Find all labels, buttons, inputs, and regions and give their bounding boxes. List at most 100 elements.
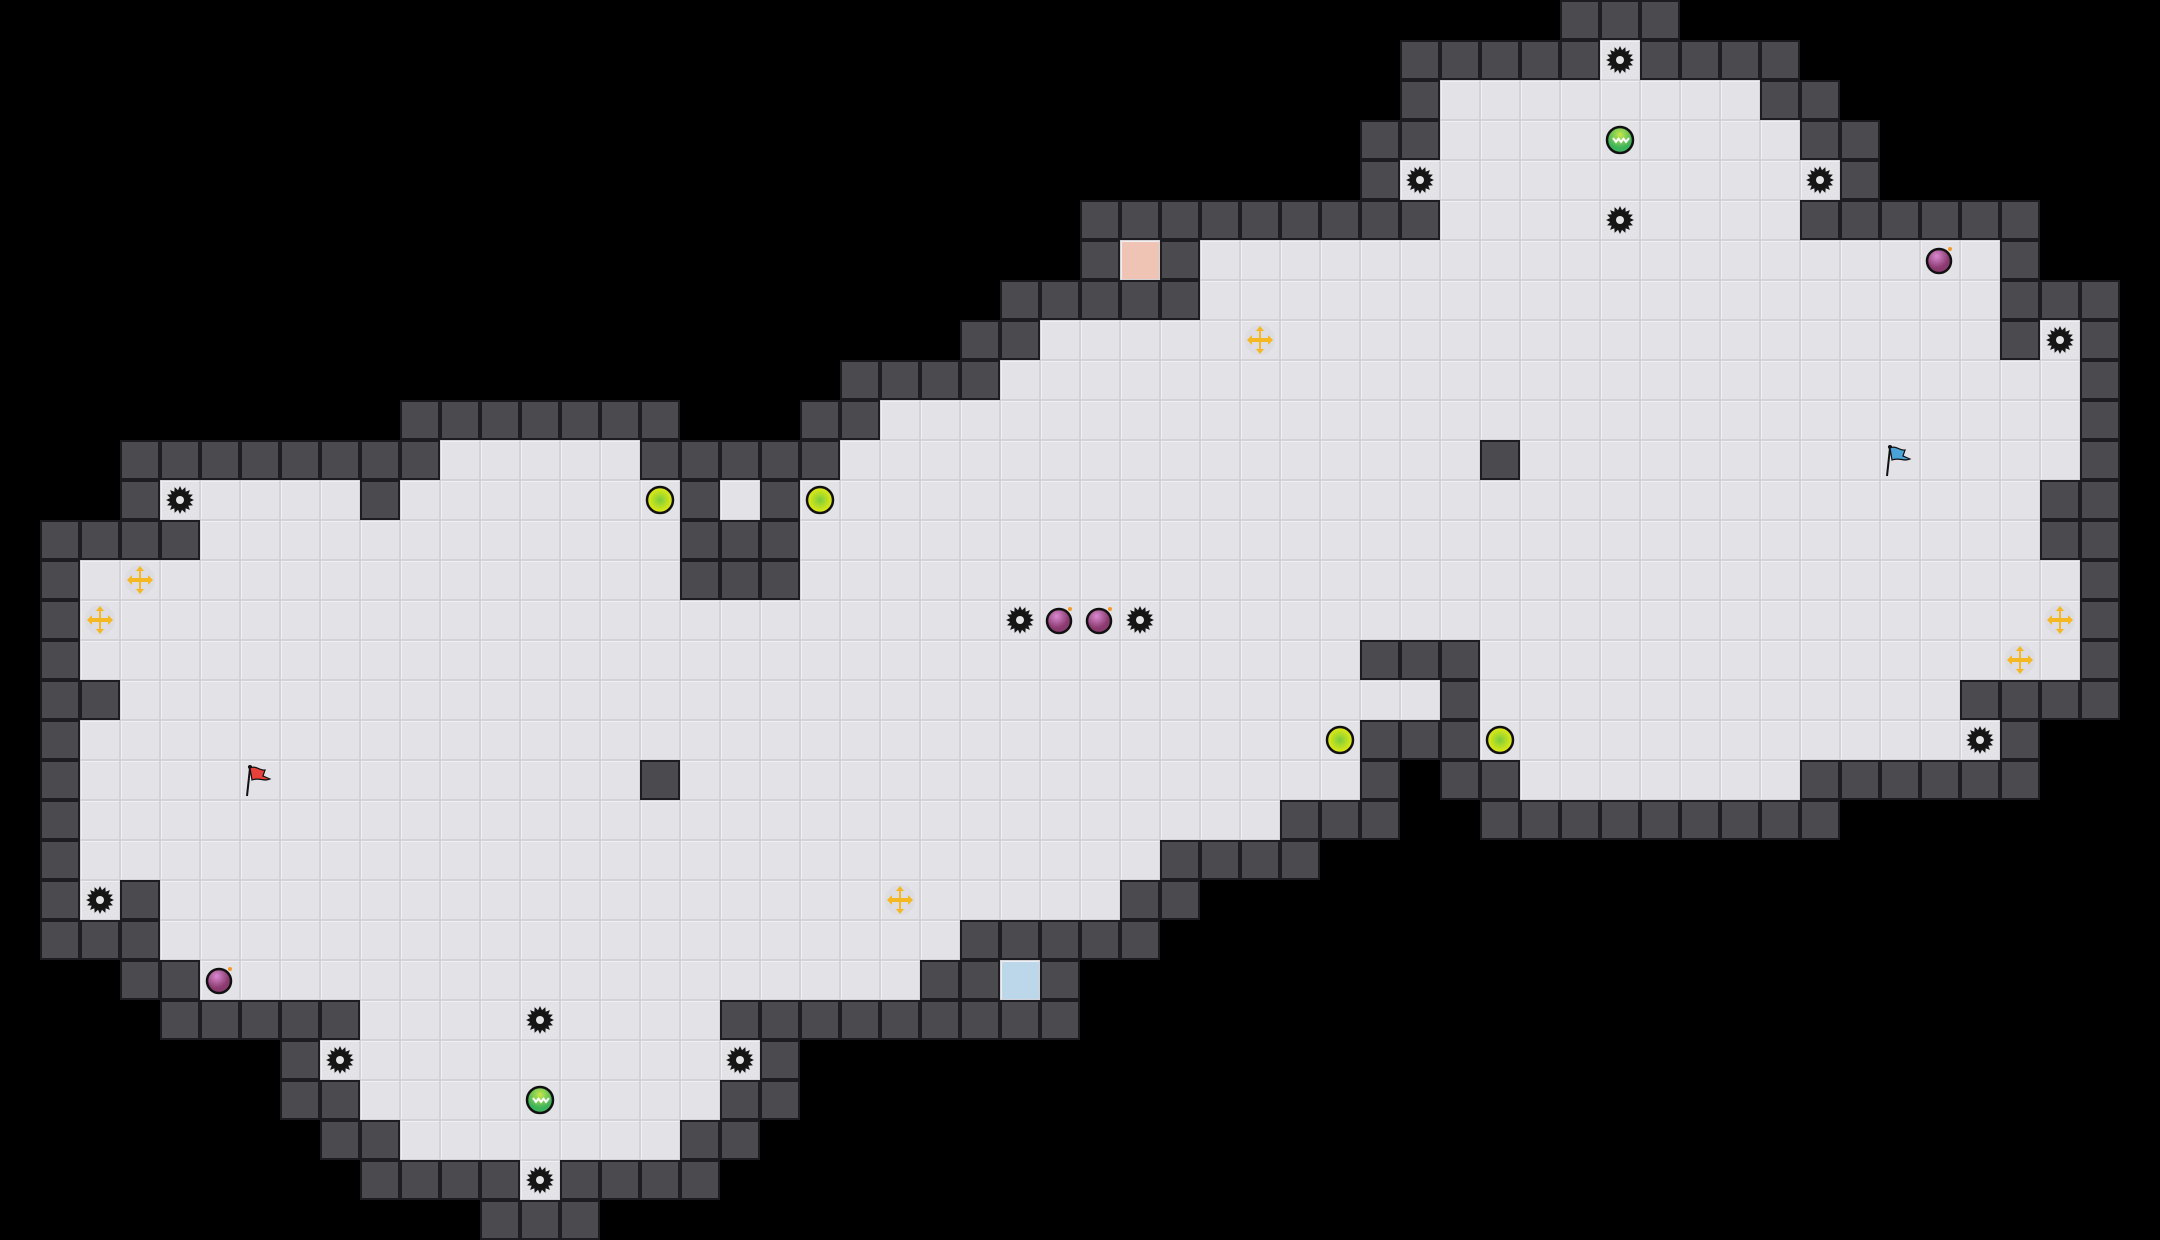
floor-tile	[200, 560, 240, 600]
floor-tile	[1360, 240, 1400, 280]
floor-tile	[840, 560, 880, 600]
wall-tile	[1480, 40, 1520, 80]
floor-tile	[360, 560, 400, 600]
wall-tile	[640, 760, 680, 800]
floor-tile	[480, 520, 520, 560]
floor-tile	[1760, 200, 1800, 240]
floor-tile	[280, 640, 320, 680]
wall-tile	[680, 1160, 720, 1200]
floor-tile	[1480, 560, 1520, 600]
floor-tile	[1040, 880, 1080, 920]
floor-tile	[1360, 440, 1400, 480]
wall-tile	[1800, 200, 1840, 240]
floor-tile	[1280, 400, 1320, 440]
wall-tile	[1840, 120, 1880, 160]
floor-tile	[160, 640, 200, 680]
floor-tile	[280, 520, 320, 560]
floor-tile	[1600, 280, 1640, 320]
floor-tile	[1960, 320, 2000, 360]
floor-tile	[120, 800, 160, 840]
floor-tile	[560, 680, 600, 720]
wall-tile	[1400, 80, 1440, 120]
floor-tile	[200, 760, 240, 800]
floor-tile	[1520, 360, 1560, 400]
floor-tile	[1760, 120, 1800, 160]
floor-tile	[1880, 400, 1920, 440]
wall-tile	[1680, 40, 1720, 80]
floor-tile	[640, 1080, 680, 1120]
wall-tile	[280, 1040, 320, 1080]
wall-tile	[880, 360, 920, 400]
floor-tile	[560, 640, 600, 680]
floor-tile	[1280, 520, 1320, 560]
floor-tile	[160, 760, 200, 800]
floor-tile	[160, 920, 200, 960]
wall-tile	[1000, 320, 1040, 360]
floor-tile	[1720, 480, 1760, 520]
floor-tile	[480, 1080, 520, 1120]
wall-tile	[600, 400, 640, 440]
floor-tile	[400, 880, 440, 920]
wall-tile	[1360, 760, 1400, 800]
floor-tile	[920, 400, 960, 440]
floor-tile	[800, 640, 840, 680]
wall-tile	[1120, 280, 1160, 320]
floor-tile	[680, 600, 720, 640]
floor-tile	[1880, 280, 1920, 320]
floor-tile	[1360, 280, 1400, 320]
floor-tile	[600, 1000, 640, 1040]
floor-tile	[360, 640, 400, 680]
floor-tile	[1520, 640, 1560, 680]
floor-tile	[640, 920, 680, 960]
floor-tile	[1520, 160, 1560, 200]
wall-tile	[1280, 200, 1320, 240]
floor-tile	[240, 880, 280, 920]
floor-tile	[800, 960, 840, 1000]
floor-tile	[2040, 640, 2080, 680]
floor-tile	[1200, 720, 1240, 760]
wall-tile	[1200, 840, 1240, 880]
wall-tile	[1120, 880, 1160, 920]
floor-tile	[480, 600, 520, 640]
wall-tile	[320, 1080, 360, 1120]
floor-tile	[1240, 560, 1280, 600]
floor-tile	[120, 600, 160, 640]
floor-tile	[400, 1120, 440, 1160]
floor-tile	[680, 640, 720, 680]
floor-tile	[80, 840, 120, 880]
spike-icon	[1000, 600, 1040, 640]
floor-tile	[760, 680, 800, 720]
floor-tile	[360, 720, 400, 760]
floor-tile	[400, 1040, 440, 1080]
floor-tile	[1640, 720, 1680, 760]
wall-tile	[1800, 760, 1840, 800]
wall-tile	[2040, 680, 2080, 720]
floor-tile	[2000, 400, 2040, 440]
floor-tile	[1760, 240, 1800, 280]
floor-tile	[1040, 480, 1080, 520]
floor-tile	[1160, 760, 1200, 800]
floor-tile	[1040, 320, 1080, 360]
floor-tile	[400, 600, 440, 640]
floor-tile	[1720, 680, 1760, 720]
floor-tile	[520, 440, 560, 480]
floor-tile	[560, 1000, 600, 1040]
floor-tile	[440, 880, 480, 920]
floor-tile	[1600, 400, 1640, 440]
floor-tile	[1840, 560, 1880, 600]
floor-tile	[880, 400, 920, 440]
floor-tile	[1600, 560, 1640, 600]
wall-tile	[400, 440, 440, 480]
floor-tile	[1280, 440, 1320, 480]
floor-tile	[360, 960, 400, 1000]
wall-tile	[800, 440, 840, 480]
floor-tile	[1040, 400, 1080, 440]
wall-tile	[200, 440, 240, 480]
wall-tile	[1920, 200, 1960, 240]
wall-tile	[2080, 400, 2120, 440]
floor-tile	[1000, 440, 1040, 480]
floor-tile	[1800, 400, 1840, 440]
floor-tile	[480, 920, 520, 960]
floor-tile	[1560, 440, 1600, 480]
floor-tile	[400, 480, 440, 520]
